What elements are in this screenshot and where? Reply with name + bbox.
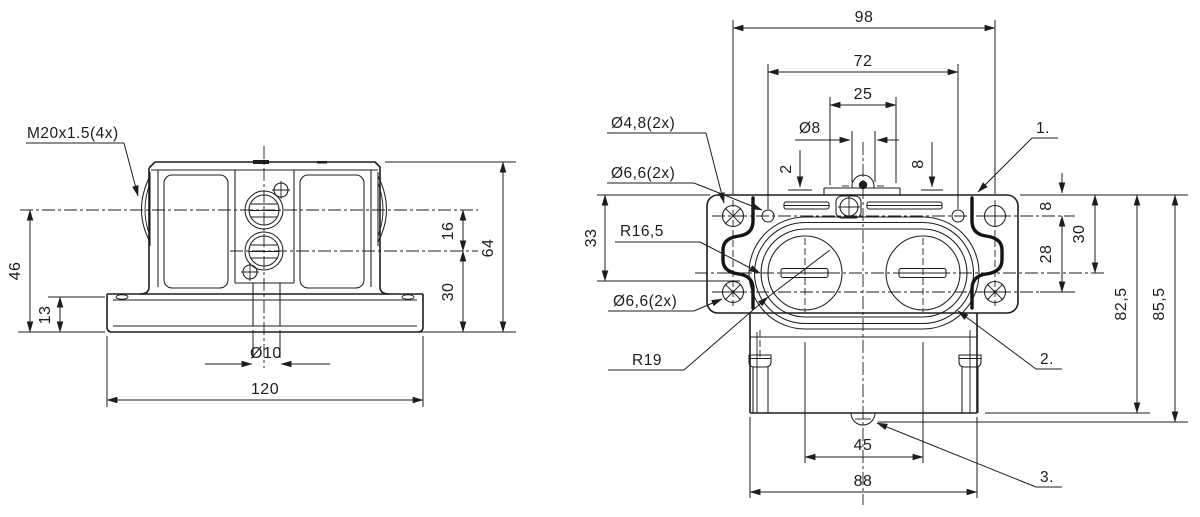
- left-view-dimensions: M20x1.5(4x) 46 13 16 30 64: [7, 125, 516, 407]
- corner-screw-top-left-icon: [721, 204, 745, 228]
- note-3: 3.: [1040, 469, 1054, 486]
- dim-45: 45: [854, 437, 873, 454]
- dim-30-right: 30: [1071, 225, 1088, 244]
- dim-46: 46: [7, 262, 24, 281]
- gland-circle-right: [885, 235, 961, 311]
- screw-upper-icon: [272, 181, 290, 199]
- dim-120: 120: [251, 381, 279, 398]
- cable-gland-right: [377, 172, 387, 246]
- dim-30-left: 30: [440, 283, 457, 302]
- label-dia-4-8: Ø4,8(2x): [611, 115, 675, 132]
- dim-82-5: 82,5: [1113, 287, 1130, 320]
- dim-2: 2: [778, 164, 795, 173]
- screw-lower-icon: [241, 263, 259, 281]
- left-view-centerlines: [20, 146, 478, 368]
- dim-85-5: 85,5: [1151, 287, 1168, 320]
- foot-clip-left: [748, 354, 772, 413]
- dim-88: 88: [854, 473, 873, 490]
- label-dia-6-6-top: Ø6,6(2x): [611, 165, 675, 182]
- right-view-dimensions-top: 98 72 25 Ø8 2 8: [732, 9, 996, 209]
- terminal-strip-right: [866, 201, 943, 210]
- right-view: 98 72 25 Ø8 2 8 8: [583, 9, 1188, 505]
- mounting-plate: [706, 174, 1019, 314]
- dim-16: 16: [440, 222, 457, 241]
- right-view-dimension-33: 33: [583, 194, 740, 282]
- cable-gland-left: [141, 172, 151, 246]
- center-screw-icon: [835, 195, 862, 219]
- thread-label: M20x1.5(4x): [27, 125, 119, 142]
- lower-body: [748, 313, 982, 426]
- foot-clip-right: [958, 354, 982, 413]
- dim-25: 25: [854, 86, 873, 103]
- clip-left: [721, 196, 755, 310]
- corner-screw-bottom-right-icon: [983, 280, 1007, 304]
- dim-13: 13: [37, 306, 54, 325]
- top-notch: [253, 160, 269, 164]
- dim-dia10: Ø10: [250, 345, 282, 362]
- small-hole-right: [951, 209, 965, 223]
- housing-outline: [139, 160, 390, 295]
- bottom-pin-icon: [850, 412, 876, 426]
- left-view: M20x1.5(4x) 46 13 16 30 64: [7, 125, 516, 407]
- base-flange: [106, 283, 424, 333]
- dim-72: 72: [854, 53, 873, 70]
- dim-8-top: 8: [910, 159, 927, 168]
- dim-28: 28: [1038, 245, 1055, 264]
- dim-33: 33: [583, 229, 600, 248]
- dim-8-right: 8: [1038, 201, 1055, 210]
- dome-knob-icon: [823, 174, 901, 195]
- plug-upper: [244, 190, 284, 230]
- dim-64: 64: [480, 239, 497, 258]
- note-1: 1.: [1036, 120, 1050, 137]
- right-view-callouts: Ø4,8(2x) Ø6,6(2x) R16,5 Ø6,6(2x) R19 1. …: [607, 115, 1062, 488]
- clip-right: [970, 196, 1004, 310]
- label-r16-5: R16,5: [620, 223, 664, 240]
- terminal-strip-left: [783, 201, 830, 210]
- corner-screw-top-right-icon: [983, 204, 1007, 228]
- obround-contours: [748, 216, 980, 330]
- gland-circle-left: [767, 235, 843, 311]
- right-view-dimensions-bottom: 45 88: [749, 342, 978, 498]
- top-tick: [317, 161, 327, 164]
- small-hole-left: [761, 209, 775, 223]
- right-view-dimensions-right: 8 28 30 82,5 85,5: [878, 173, 1188, 423]
- dim-98: 98: [855, 9, 874, 26]
- label-r19: R19: [632, 352, 662, 369]
- dim-dia8: Ø8: [799, 120, 821, 137]
- note-2: 2.: [1040, 351, 1054, 368]
- label-dia-6-6-bottom: Ø6,6(2x): [613, 293, 677, 310]
- plug-lower: [244, 231, 284, 271]
